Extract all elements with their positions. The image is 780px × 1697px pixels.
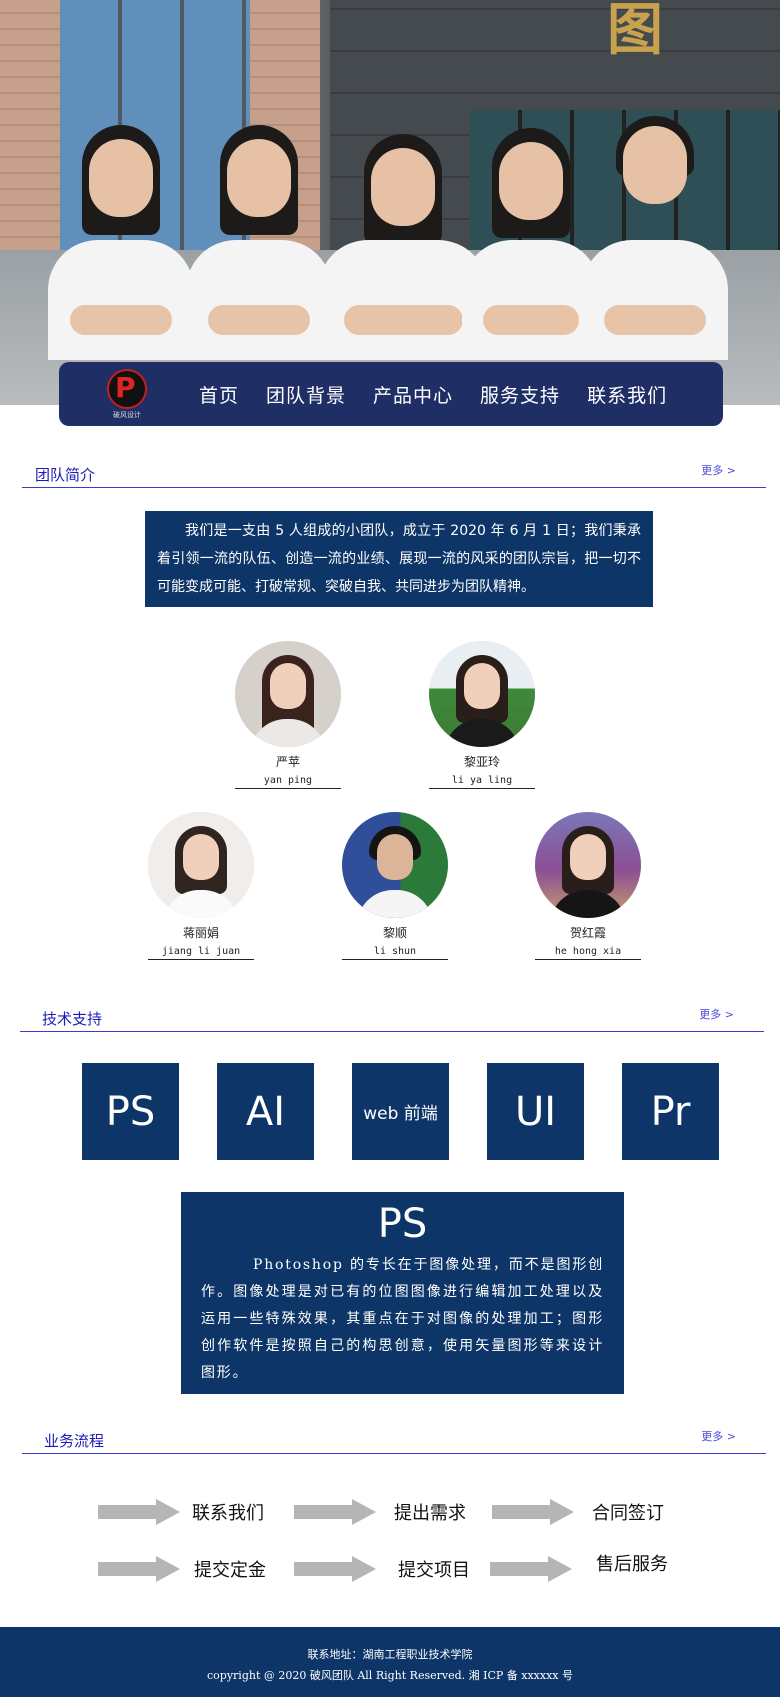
hero-banner: 图 xyxy=(0,0,780,405)
member-pinyin: yan ping xyxy=(235,775,341,789)
section-title: 业务流程 xyxy=(44,1432,105,1450)
tech-box-web[interactable]: web 前端 xyxy=(352,1063,449,1160)
member-card[interactable]: 蒋丽娟 jiang li juan xyxy=(148,812,254,960)
hero-building-sign: 图 xyxy=(607,0,663,63)
tech-description-body: Photoshop 的专长在于图像处理，而不是图形创作。图像处理是对已有的位图图… xyxy=(181,1252,624,1387)
member-pinyin: he hong xia xyxy=(535,946,641,960)
flow-step: 提交项目 xyxy=(398,1560,470,1581)
member-avatar xyxy=(535,812,641,918)
more-link[interactable]: 更多 > xyxy=(699,1008,734,1021)
arrow-right-icon xyxy=(98,1556,180,1582)
member-name: 黎亚玲 xyxy=(463,755,500,769)
member-avatar xyxy=(429,641,535,747)
section-title: 技术支持 xyxy=(42,1010,103,1028)
section-header-tech: 技术支持 更多 > xyxy=(20,1006,764,1032)
flow-row-1: 联系我们 提出需求 合同签订 xyxy=(98,1499,698,1529)
tech-box-ps[interactable]: PS xyxy=(82,1063,179,1160)
arrow-right-icon xyxy=(492,1499,574,1525)
member-avatar xyxy=(148,812,254,918)
more-link[interactable]: 更多 > xyxy=(701,1430,736,1443)
hero-glass-window xyxy=(60,0,250,250)
logo[interactable]: P 破风设计 xyxy=(104,369,150,419)
member-avatar xyxy=(235,641,341,747)
logo-icon xyxy=(107,369,147,409)
nav-item-home[interactable]: 首页 xyxy=(199,384,240,407)
more-link[interactable]: 更多 > xyxy=(701,464,736,477)
member-pinyin: jiang li juan xyxy=(148,946,254,960)
member-pinyin: li shun xyxy=(342,946,448,960)
nav-item-service[interactable]: 服务支持 xyxy=(480,384,561,407)
arrow-right-icon xyxy=(294,1556,376,1582)
hero-person xyxy=(582,116,728,360)
section-header-flow: 业务流程 更多 > xyxy=(22,1428,766,1454)
section-title: 团队简介 xyxy=(35,466,96,484)
nav-item-contact[interactable]: 联系我们 xyxy=(587,384,668,407)
member-name: 蒋丽娟 xyxy=(182,926,219,940)
logo-text: 破风设计 xyxy=(113,411,141,419)
nav-menu: 首页 团队背景 产品中心 服务支持 联系我们 xyxy=(199,362,694,426)
tech-description-text: Photoshop 的专长在于图像处理，而不是图形创作。图像处理是对已有的位图图… xyxy=(201,1257,604,1381)
hero-person xyxy=(48,125,194,360)
flow-step: 提出需求 xyxy=(394,1503,466,1524)
arrow-right-icon xyxy=(98,1499,180,1525)
flow-step: 合同签订 xyxy=(592,1503,664,1524)
member-pinyin: li ya ling xyxy=(429,775,535,789)
flow-step: 提交定金 xyxy=(194,1560,266,1581)
flow-step: 售后服务 xyxy=(596,1554,668,1575)
main-nav: P 破风设计 首页 团队背景 产品中心 服务支持 联系我们 xyxy=(59,362,723,426)
flow-step: 联系我们 xyxy=(192,1503,264,1524)
hero-person xyxy=(462,128,600,360)
footer-address: 联系地址：湖南工程职业技术学院 xyxy=(307,1648,473,1661)
member-name: 严苹 xyxy=(275,755,300,769)
team-intro: 我们是一支由 5 人组成的小团队，成立于 2020 年 6 月 1 日；我们秉承… xyxy=(145,511,653,607)
member-card[interactable]: 黎亚玲 li ya ling xyxy=(429,641,535,789)
logo-mark-icon: P xyxy=(115,371,136,404)
footer-copyright: copyright @ 2020 破风团队 All Right Reserved… xyxy=(207,1669,573,1682)
member-name: 贺红霞 xyxy=(569,926,606,940)
tech-box-ai[interactable]: AI xyxy=(217,1063,314,1160)
member-card[interactable]: 贺红霞 he hong xia xyxy=(535,812,641,960)
member-card[interactable]: 严苹 yan ping xyxy=(235,641,341,789)
footer: 联系地址：湖南工程职业技术学院 copyright @ 2020 破风团队 Al… xyxy=(0,1627,780,1697)
member-name: 黎顺 xyxy=(382,926,407,940)
member-card[interactable]: 黎顺 li shun xyxy=(342,812,448,960)
section-header-team: 团队简介 更多 > xyxy=(22,462,766,488)
hero-person xyxy=(318,134,488,360)
hero-person xyxy=(186,125,332,360)
nav-item-team-background[interactable]: 团队背景 xyxy=(266,384,347,407)
team-intro-text: 我们是一支由 5 人组成的小团队，成立于 2020 年 6 月 1 日；我们秉承… xyxy=(157,523,641,595)
arrow-right-icon xyxy=(294,1499,376,1525)
member-avatar xyxy=(342,812,448,918)
tech-description-title: PS xyxy=(377,1201,428,1247)
tech-description: PS Photoshop 的专长在于图像处理，而不是图形创作。图像处理是对已有的… xyxy=(181,1192,624,1394)
tech-box-pr[interactable]: Pr xyxy=(622,1063,719,1160)
arrow-right-icon xyxy=(490,1556,572,1582)
flow-row-2: 提交定金 提交项目 售后服务 xyxy=(98,1554,698,1586)
tech-box-ui[interactable]: UI xyxy=(487,1063,584,1160)
nav-item-products[interactable]: 产品中心 xyxy=(373,384,454,407)
